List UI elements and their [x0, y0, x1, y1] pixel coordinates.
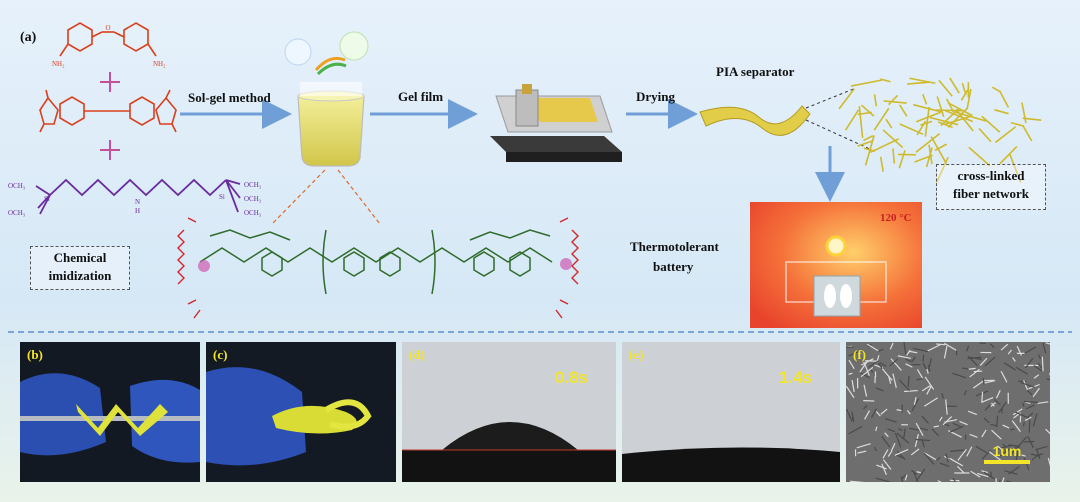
chemical-imidization-line1: Chemical: [53, 250, 107, 265]
si-label: Si: [219, 193, 225, 201]
scale-bar-label: 1um: [992, 443, 1022, 459]
photo-panel-e: (e) 1.4s: [622, 342, 840, 482]
schematic-diagram: (a) O NH₂ NH₂ OCH₃ OCH₃ Si Si OCH₃ OCH₃ …: [8, 22, 1072, 333]
arrow-label-drying: Drying: [636, 89, 676, 104]
oda-monomer: [59, 22, 157, 57]
plus-icon: [100, 140, 120, 160]
battery-label-line2: battery: [653, 259, 694, 274]
nh2-left-label: NH₂: [52, 60, 65, 68]
photo-label-b: (b): [27, 347, 43, 362]
photo-label-f: (f): [853, 347, 866, 362]
battery-label-line1: Thermotolerant: [630, 239, 719, 254]
time-label-e: 1.4s: [778, 368, 812, 387]
chemical-imidization-box: Chemical imidization: [30, 246, 130, 290]
chemical-imidization-line2: imidization: [48, 268, 112, 283]
cross-linked-network-box: cross-linked fiber network: [936, 164, 1046, 210]
bpda-monomer: [39, 89, 177, 133]
panel-label-a: (a): [20, 30, 37, 45]
temperature-label: 120 °C: [880, 212, 912, 224]
n-label: N: [135, 198, 140, 206]
photo-label-c: (c): [213, 347, 228, 362]
nh2-right-label: NH₂: [153, 60, 166, 68]
arrow-label-gel-film: Gel film: [398, 89, 443, 104]
scale-bar-line: [984, 460, 1030, 464]
fiber-network-icon: [838, 77, 1042, 184]
h-label: H: [135, 207, 140, 215]
cross-linked-network-line1: cross-linked: [957, 168, 1025, 183]
photo-label-d: (d): [409, 347, 425, 362]
arrow-label-sol-gel: Sol-gel method: [188, 90, 271, 105]
si-label: Si: [44, 195, 50, 203]
photo-panel-d: (d) 0.8s: [402, 342, 616, 482]
film-coater-icon: [490, 84, 622, 162]
photo-panel-c: (c): [206, 342, 396, 482]
photo-panel-b: (b): [20, 342, 200, 482]
cross-linked-network-line2: fiber network: [953, 186, 1029, 201]
battery-thermal-icon: [750, 202, 922, 328]
time-label-d: 0.8s: [554, 368, 588, 387]
och3-label: OCH₃: [8, 209, 26, 217]
och3-label: OCH₃: [244, 209, 262, 217]
plus-icon: [100, 72, 120, 92]
och3-label: OCH₃: [244, 195, 262, 203]
photo-panel-f: (f) 1um: [846, 342, 1050, 482]
pia-film-icon: [699, 105, 811, 136]
polymer-structure: [177, 217, 579, 319]
och3-label: OCH₃: [8, 182, 26, 190]
pia-separator-label: PIA separator: [716, 64, 795, 79]
svg-text:O: O: [105, 24, 110, 32]
scale-bar: 1um: [984, 443, 1030, 464]
photo-label-e: (e): [629, 347, 644, 362]
silane-crosslinker: [35, 178, 241, 215]
och3-label: OCH₃: [244, 181, 262, 189]
beaker-icon: [284, 31, 369, 167]
